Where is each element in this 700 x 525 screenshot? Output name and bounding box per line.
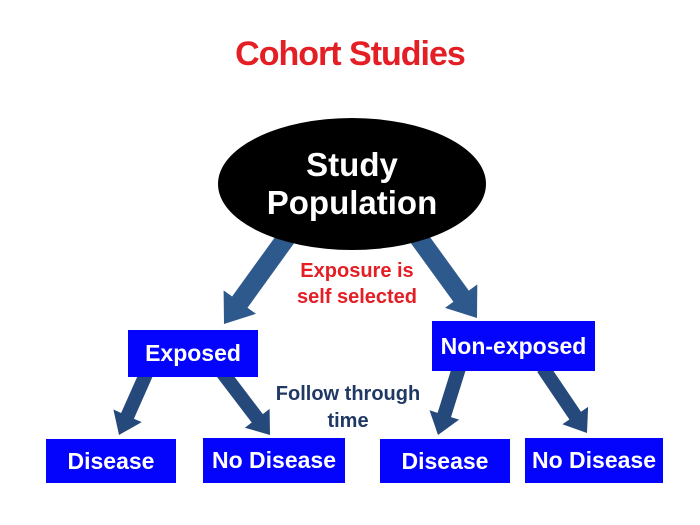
no-disease-box-exposed: No Disease — [203, 438, 345, 483]
disease-box-non-exposed: Disease — [380, 439, 510, 483]
no-disease-box-non-exposed: No Disease — [525, 438, 663, 483]
study-population-ellipse: Study Population — [218, 118, 486, 250]
arrow-population-to-non-exposed — [408, 228, 478, 318]
non-exposed-box: Non-exposed — [432, 321, 595, 371]
exposure-self-selected-annotation: Exposure is self selected — [296, 260, 418, 308]
arrow-non-exposed-to-no-disease — [537, 364, 589, 433]
exposed-box: Exposed — [128, 330, 258, 377]
disease-box-exposed: Disease — [46, 439, 176, 483]
arrow-non-exposed-to-disease — [429, 365, 466, 435]
arrow-exposed-to-disease — [113, 369, 154, 435]
arrow-population-to-exposed — [223, 228, 297, 324]
page-title: Cohort Studies — [235, 35, 466, 73]
follow-through-time-annotation: Follow through time — [275, 383, 421, 432]
study-population-label: Study Population — [266, 146, 438, 221]
arrow-exposed-to-no-disease — [216, 367, 270, 435]
